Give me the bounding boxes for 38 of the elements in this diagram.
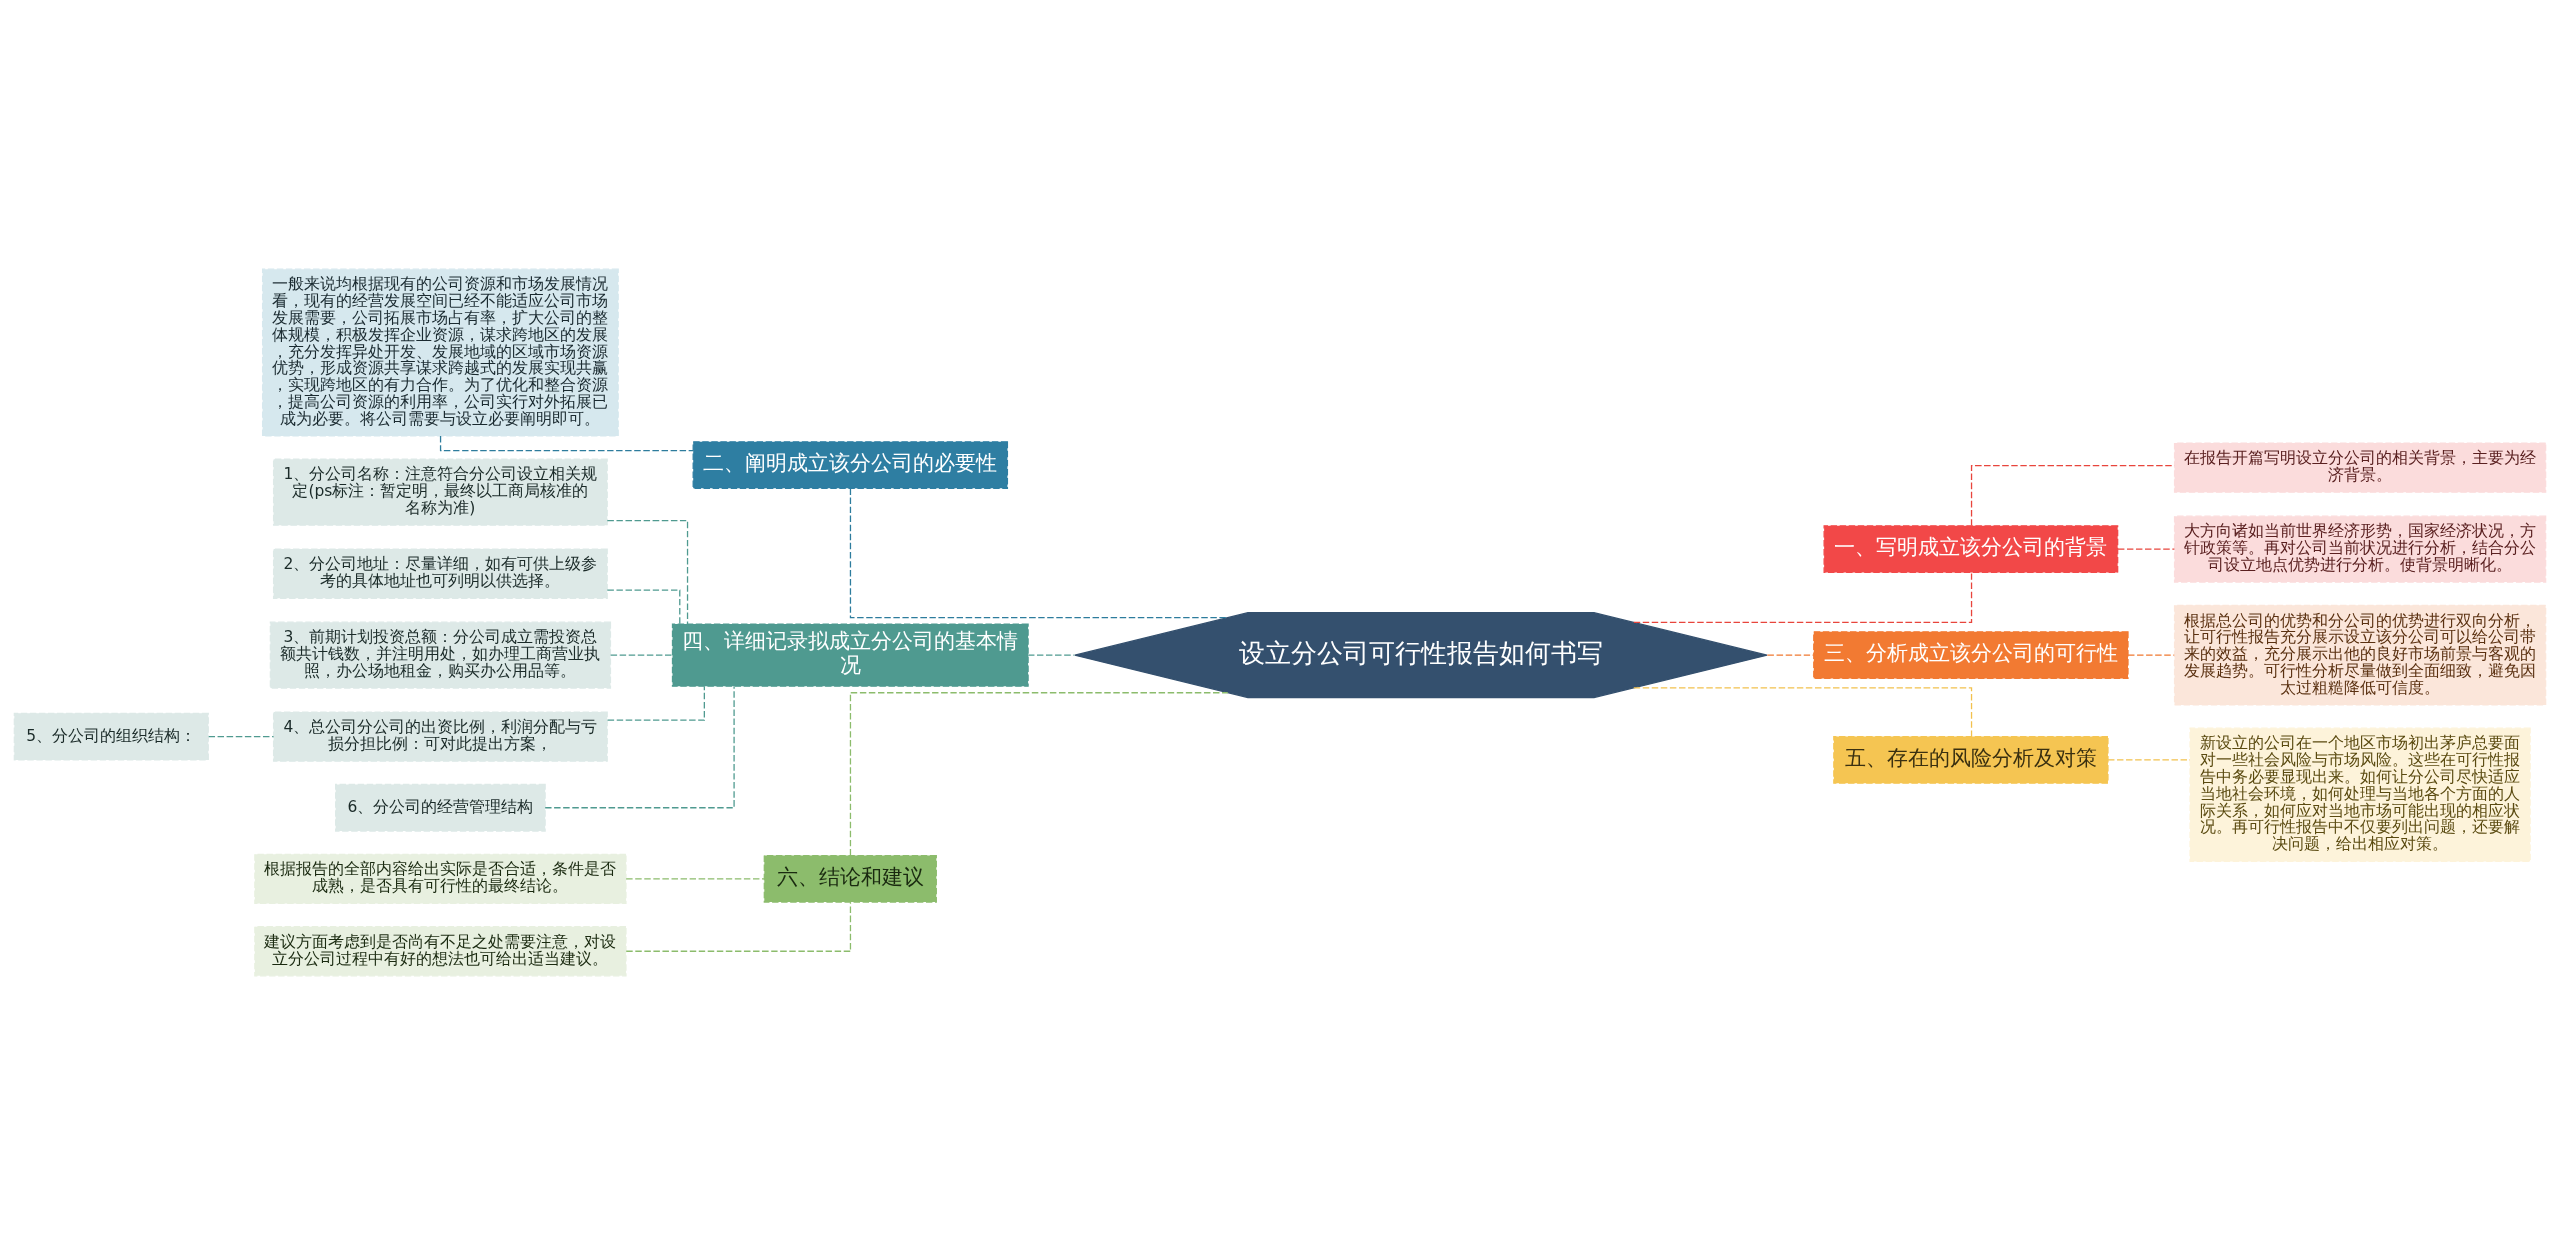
node-box: 2、分公司地址：尽量详细，如有可供上级参考的具体地址也可列明以供选择。	[272, 547, 608, 599]
node-box: 根据总公司的优势和分公司的优势进行双向分析，让可行性报告充分展示设立该分公司可以给公司带来的效益，充分展示出他的良好市场前景与客观的发展趋势。可行性分析尽量做到全面细致，避免因太过粗糙降低可信度。	[2173, 604, 2547, 706]
connector	[606, 519, 689, 625]
node-box: 建议方面考虑到是否尚有不足之处需要注意，对设立分公司过程中有好的想法也可给出适当建议。	[254, 925, 627, 976]
connector	[1633, 686, 1973, 737]
node-box: 在报告开篇写明设立分公司的相关背景，主要为经济背景。	[2173, 441, 2547, 493]
node-box: 六、结论和建议	[763, 854, 937, 903]
connector	[1970, 464, 2175, 526]
connector	[849, 487, 1229, 618]
connector	[625, 901, 852, 952]
node-box: 5、分公司的组织结构：	[13, 712, 209, 761]
node-box: 根据报告的全部内容给出实际是否合适，条件是否成熟，是否具有可行性的最终结论。	[254, 853, 627, 904]
connector	[849, 691, 1229, 856]
connector	[625, 877, 765, 879]
node-box: 一般来说均根据现有的公司资源和市场发展情况看，现有的经营发展空间已经不能适应公司市场发展需要，公司拓展市场占有率，扩大公司的整体规模，积极发挥企业资源，谋求跨地区的发展，充分发挥异处开发、发展地域的区域市场资源优势，形成资源共享谋求跨越式的发展实现共赢，实现跨地区的有力合作。为了优化和整合资源，提高公司资源的利用率，公司实行对外拓展已成为必要。将公司需要与设立必要阐明即可。	[261, 268, 619, 437]
node-box: 6、分公司的经营管理结构	[335, 783, 546, 832]
connector	[606, 685, 705, 721]
connector	[2107, 758, 2191, 761]
connector	[439, 434, 694, 451]
connector	[2117, 547, 2175, 550]
connector	[606, 589, 681, 624]
node-box: 新设立的公司在一个地区市场初出茅庐总要面对一些社会风险与市场风险。这些在可行性报告中务必要显现出来。如何让分公司尽快适应当地社会环境，如何处理与当地各个方面的人际关系，如何应对当地市场可能出现的相应状况。再可行性报告中不仅要列出问题，还要解决问题，给出相应对策。	[2189, 727, 2531, 862]
connector	[1027, 654, 1076, 656]
node-box: 1、分公司名称：注意符合分公司设立相关规定(ps标注：暂定明，最终以工商局核准的名称为准)	[272, 458, 608, 526]
node-box: 五、存在的风险分析及对策	[1833, 735, 2109, 784]
connector	[544, 685, 735, 808]
node-box: 一、写明成立该分公司的背景	[1823, 524, 2119, 573]
connector	[1633, 571, 1973, 623]
connector	[208, 735, 275, 737]
node-box: 大方向诸如当前世界经济形势，国家经济状况，方针政策等。再对公司当前状况进行分析，结合分公司设立地点优势进行分析。使背景明晰化。	[2173, 515, 2547, 583]
node-box: 三、分析成立该分公司的可行性	[1813, 630, 2129, 679]
node-box: 3、前期计划投资总额：分公司成立需投资总额共计钱数，并注明用处，如办理工商营业执照，办公场地租金，购买办公用品等。	[269, 621, 612, 689]
connector	[1766, 654, 1815, 656]
connector	[2127, 654, 2175, 656]
node-box: 4、总公司分公司的出资比例，利润分配与亏损分担比例：可对此提出方案，	[272, 710, 608, 762]
node-box: 二、阐明成立该分公司的必要性	[692, 440, 1009, 489]
connector	[610, 654, 673, 656]
node-box: 四、详细记录拟成立分公司的基本情况	[671, 622, 1029, 687]
